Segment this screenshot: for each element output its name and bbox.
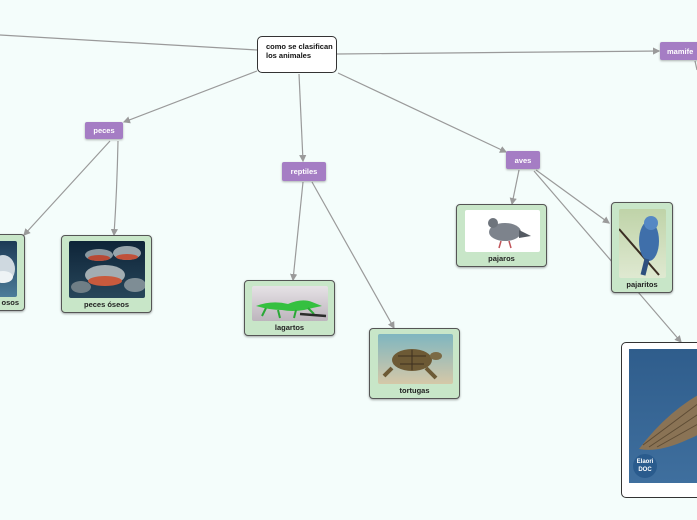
category-aves[interactable]: aves: [506, 151, 540, 169]
edge-aves: [337, 72, 508, 153]
card-tortugas[interactable]: tortugas: [369, 328, 460, 399]
card-pajaritos[interactable]: pajaritos: [611, 202, 673, 293]
category-mamiferos[interactable]: mamife: [660, 42, 697, 60]
lizard-image: [252, 286, 328, 321]
category-peces[interactable]: peces: [85, 122, 123, 139]
edge-pajaros: [509, 169, 520, 206]
card-cartilaginosos-label: osos: [1, 298, 19, 307]
edge-tortugas: [311, 181, 395, 330]
category-reptiles[interactable]: reptiles: [282, 162, 326, 181]
category-peces-label: peces: [93, 126, 115, 135]
turtle-image: [378, 334, 453, 384]
edge-peces: [122, 70, 258, 124]
category-aves-label: aves: [514, 155, 532, 165]
root-node[interactable]: como se clasifican los animales: [257, 36, 337, 73]
card-pajaros-label: pajaros: [488, 254, 515, 263]
card-peces-oseos[interactable]: peces óseos: [61, 235, 152, 313]
edge-cartilaginosos: [23, 140, 111, 236]
card-peces-oseos-label: peces óseos: [83, 300, 130, 309]
edge-mamiferos: [336, 47, 661, 55]
edge-left-offscreen: [0, 34, 258, 51]
edge-peces-oseos: [110, 140, 119, 237]
category-reptiles-label: reptiles: [290, 167, 318, 176]
piranha-image: [69, 241, 145, 298]
root-title: como se clasifican los animales: [266, 42, 333, 60]
shark-image: [0, 241, 17, 297]
bluebird-image: [619, 209, 666, 278]
card-pajaritos-label: pajaritos: [626, 280, 658, 289]
watermark-logo: Elaori DOC: [633, 454, 657, 478]
edge-pajaritos: [535, 169, 610, 224]
card-tortugas-label: tortugas: [399, 386, 430, 395]
card-lagartos[interactable]: lagartos: [244, 280, 335, 336]
pigeon-image: [465, 210, 540, 252]
card-large-image[interactable]: Elaori DOC: [621, 342, 697, 498]
card-pajaros[interactable]: pajaros: [456, 204, 547, 267]
card-cartilaginosos[interactable]: osos: [0, 234, 25, 311]
category-mamiferos-label: mamife: [667, 46, 694, 56]
edge-lagartos: [290, 181, 304, 282]
edge-reptiles: [298, 73, 307, 163]
card-lagartos-label: lagartos: [274, 323, 305, 332]
edge-bigcard: [533, 170, 682, 343]
